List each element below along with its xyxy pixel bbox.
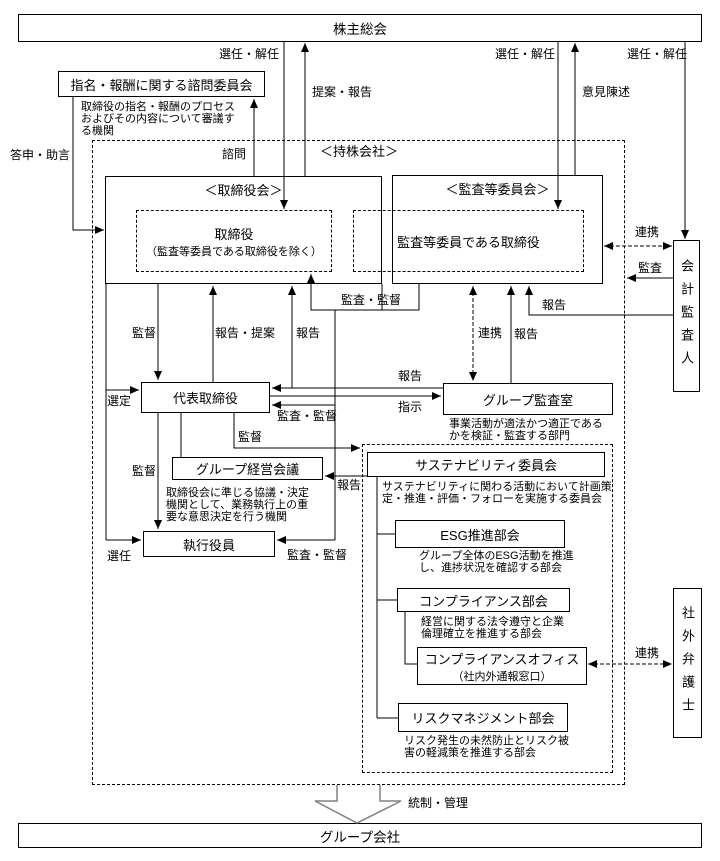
audit-committee-box: ＜監査等委員会＞	[392, 175, 603, 284]
opinion-statement-label: 意見陳述	[582, 85, 631, 99]
representative-director-box: 代表取締役	[141, 382, 270, 413]
board-of-directors-box: ＜取締役会＞	[105, 176, 382, 284]
control-manage-label: 統制・管理	[408, 796, 469, 810]
instruct-label: 指示	[398, 400, 423, 414]
executive-officers-label: 執行役員	[182, 537, 235, 553]
cooperation-auditor-label: 連携	[635, 225, 660, 239]
risk-management-subcommittee-note: リスク発生の未然防止とリスク被害の軽減策を推進する部会	[404, 735, 569, 759]
group-companies-label: グループ会社	[319, 829, 401, 845]
accounting-auditor-label: 会計監査人	[679, 258, 694, 374]
compliance-subcommittee-note: 経営に関する法令遵守と企業倫理確立を推進する部会	[421, 616, 564, 640]
report-by-auditor-label: 報告	[542, 298, 567, 312]
compliance-subcommittee-box: コンプライアンス部会	[397, 588, 570, 612]
audit-committee-title: ＜監査等委員会＞	[445, 182, 550, 197]
directors-box: 取締役 （監査等委員である取締役を除く）	[136, 210, 332, 272]
group-management-meeting-box: グループ経営会議	[172, 457, 323, 480]
group-audit-office-box: グループ監査室	[443, 383, 613, 415]
shareholders-meeting-label: 株主総会	[333, 22, 387, 37]
appoint-dismiss-board-label: 選任・解任	[219, 47, 280, 61]
report-propose-label: 報告・提案	[215, 326, 276, 340]
shareholders-meeting-box: 株主総会	[18, 14, 702, 42]
sustainability-committee-note: サステナビリティに関わる活動において計画策定・推進・評価・フォローを実施する委員…	[382, 481, 612, 505]
group-management-meeting-label: グループ経営会議	[195, 462, 300, 477]
group-audit-office-note: 事業活動が適法かつ適正であるかを検証・監査する部門	[449, 418, 603, 442]
group-management-meeting-note: 取締役会に準じる協議・決定機関として、業務執行上の重要な意思決定を行う機関	[166, 487, 309, 523]
esg-subcommittee-box: ESG推進部会	[395, 520, 565, 548]
report-office-to-rep-label: 報告	[398, 369, 423, 383]
sustainability-committee-label: サステナビリティ委員会	[415, 458, 557, 473]
appoint-exec-label: 選任	[107, 549, 132, 563]
board-of-directors-title: ＜取締役会＞	[204, 183, 283, 198]
audit-committee-directors-label: 監査等委員である取締役	[397, 234, 540, 250]
sustainability-committee-box: サステナビリティ委員会	[367, 452, 605, 477]
risk-management-subcommittee-label: リスクマネジメント部会	[411, 711, 555, 726]
audit-supervise-directors-label: 監査・監督	[341, 293, 402, 307]
report-advice-label: 答申・助言	[10, 148, 71, 162]
audit-committee-directors-box: 監査等委員である取締役	[353, 210, 584, 272]
nomination-committee-label: 指名・報酬に関する諮問委員会	[70, 77, 253, 93]
nomination-committee-box: 指名・報酬に関する諮問委員会	[58, 71, 265, 97]
propose-report-label: 提案・報告	[312, 85, 373, 99]
directors-label-line1: 取締役	[214, 226, 254, 242]
audit-supervise-exec-label: 監査・監督	[287, 548, 348, 562]
accounting-auditor-box: 会計監査人	[673, 240, 700, 392]
nomination-committee-note: 取締役の指名・報酬のプロセスおよびその内容について審議する機関	[81, 101, 235, 137]
consultation-label: 諮問	[222, 147, 247, 161]
appoint-dismiss-auditor-label: 選任・解任	[627, 47, 688, 61]
cooperation-audit-office-label: 連携	[478, 326, 503, 340]
compliance-office-label-line1: コンプライアンスオフィス	[424, 651, 580, 667]
executive-officers-box: 執行役員	[143, 531, 275, 557]
directors-label-line2: （監査等委員である取締役を除く）	[146, 245, 322, 258]
appoint-rep-label: 選定	[107, 394, 132, 408]
cooperation-lawyer-label: 連携	[635, 646, 660, 660]
control-manage-big-arrow	[314, 785, 402, 824]
report-office-to-committee-label: 報告	[514, 327, 539, 341]
compliance-office-box: コンプライアンスオフィス （社内外通報窓口）	[417, 647, 587, 685]
appoint-dismiss-audit-label: 選任・解任	[495, 47, 556, 61]
group-companies-box: グループ会社	[18, 823, 702, 848]
report-sustainability-label: 報告	[337, 478, 362, 492]
representative-director-label: 代表取締役	[172, 391, 238, 406]
outside-lawyer-box: 社外弁護士	[673, 588, 702, 738]
group-audit-office-label: グループ監査室	[482, 392, 574, 408]
compliance-subcommittee-label: コンプライアンス部会	[419, 593, 548, 609]
audit-by-auditor-label: 監査	[638, 261, 663, 275]
outside-lawyer-label: 社外弁護士	[680, 605, 695, 721]
esg-subcommittee-note: グループ全体のESG活動を推進し、進捗状況を確認する部会	[419, 550, 574, 574]
compliance-office-label-line2: （社内外通報窓口）	[452, 670, 552, 683]
supervise-exec-label: 監督	[132, 464, 157, 478]
report-to-board-label: 報告	[296, 326, 321, 340]
audit-supervise-rep-label: 監査・監督	[277, 409, 338, 423]
holding-company-label: ＜持株会社＞	[320, 144, 399, 159]
risk-management-subcommittee-box: リスクマネジメント部会	[398, 703, 568, 732]
esg-subcommittee-label: ESG推進部会	[440, 527, 520, 543]
supervise-rep-label: 監督	[132, 326, 157, 340]
supervise-sustainability-label: 監督	[238, 430, 263, 444]
